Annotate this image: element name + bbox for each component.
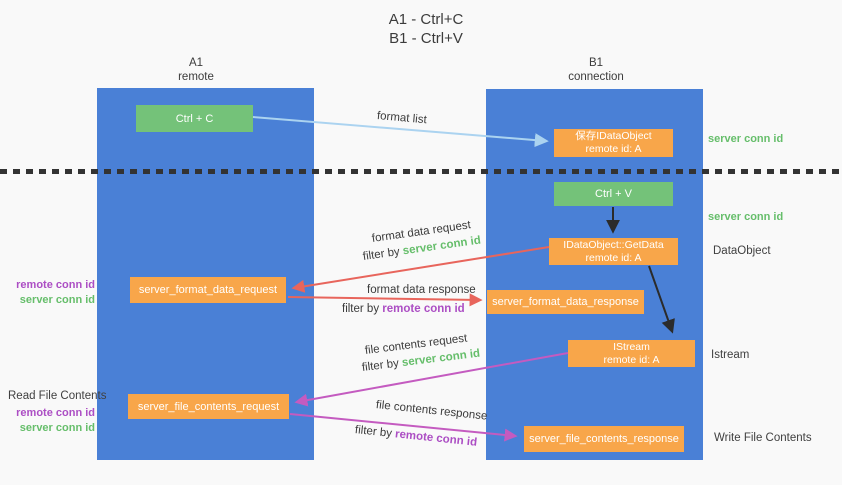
ctrl-c-label: Ctrl + C xyxy=(175,112,214,125)
istream-box: IStream remote id: A xyxy=(568,340,695,367)
label-remote-conn-id-2: remote conn id xyxy=(16,407,95,419)
format-response-label: server_format_data_response xyxy=(492,296,639,308)
save-idataobject-box: 保存IDataObject remote id: A xyxy=(554,129,673,157)
label-file-contents-response: file contents response xyxy=(375,399,488,423)
lane-b1-name: B1 xyxy=(588,57,604,69)
label-server-conn-id-left-1: server conn id xyxy=(19,294,95,306)
label-read-file-contents: Read File Contents xyxy=(8,390,107,402)
label-filter-by-remote-conn-id-2: filter by remote conn id xyxy=(354,424,478,449)
save-idataobject-title: 保存IDataObject xyxy=(575,130,652,142)
file-response-label: server_file_contents_response xyxy=(529,433,679,445)
ctrl-c-box: Ctrl + C xyxy=(136,105,253,132)
getdata-title: IDataObject::GetData xyxy=(563,238,664,251)
server-format-data-request-box: server_format_data_request xyxy=(130,277,286,303)
lane-header-a1: A1 remote xyxy=(146,56,246,84)
server-file-contents-request-box: server_file_contents_request xyxy=(128,394,289,419)
arrow-format-data-response xyxy=(287,293,483,307)
getdata-remote-id: remote id: A xyxy=(585,251,642,264)
divider-dotted-line xyxy=(0,169,842,174)
label-istream: Istream xyxy=(711,349,750,361)
lane-header-b1: B1 connection xyxy=(546,56,646,84)
save-idataobject-remote-id: remote id: A xyxy=(585,143,642,155)
label-format-list: format list xyxy=(376,110,428,127)
label-server-conn-id-left-2: server conn id xyxy=(19,422,95,434)
server-file-contents-response-box: server_file_contents_response xyxy=(524,426,684,452)
istream-title: IStream xyxy=(613,340,650,353)
format-request-label: server_format_data_request xyxy=(138,284,278,296)
lane-a1-name: A1 xyxy=(188,57,204,69)
istream-remote-id: remote id: A xyxy=(603,353,660,366)
label-format-data-response: format data response xyxy=(367,284,476,296)
conn-id-pair-format: remote conn id server conn id xyxy=(0,278,95,308)
ctrl-v-box: Ctrl + V xyxy=(554,182,673,206)
server-format-data-response-box: server_format_data_response xyxy=(487,290,644,314)
idataobject-getdata-box: IDataObject::GetData remote id: A xyxy=(549,238,678,265)
title-line-paste: B1 - Ctrl+V xyxy=(389,30,463,47)
diagram-title: A1 - Ctrl+C B1 - Ctrl+V xyxy=(336,10,516,48)
label-remote-conn-id-1: remote conn id xyxy=(16,279,95,291)
lane-b1-role: connection xyxy=(568,71,624,83)
label-server-conn-id-top: server conn id xyxy=(708,133,784,145)
ctrl-v-label: Ctrl + V xyxy=(595,188,632,200)
conn-id-pair-file: remote conn id server conn id xyxy=(0,406,95,436)
file-request-label: server_file_contents_request xyxy=(137,400,280,413)
label-server-conn-id-mid: server conn id xyxy=(708,211,784,223)
lane-a1-role: remote xyxy=(178,71,214,83)
label-write-file-contents: Write File Contents xyxy=(714,432,812,444)
label-dataobject: DataObject xyxy=(713,245,771,257)
title-line-copy: A1 - Ctrl+C xyxy=(388,11,464,28)
label-filter-by-remote-conn-id-1: filter by remote conn id xyxy=(342,303,465,315)
